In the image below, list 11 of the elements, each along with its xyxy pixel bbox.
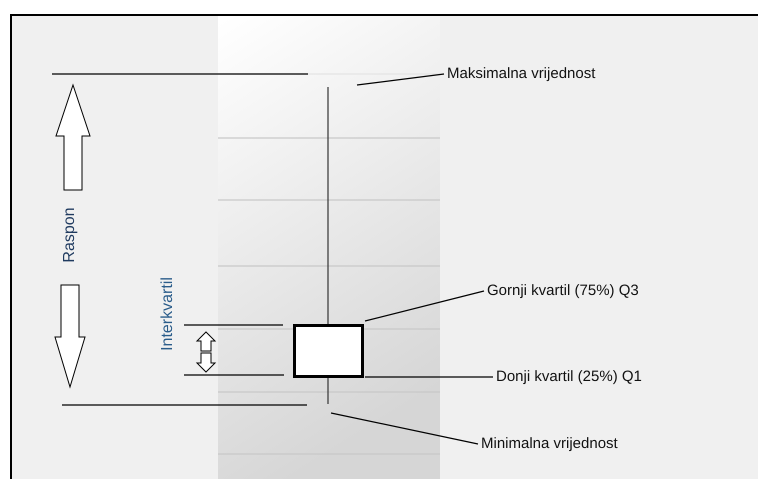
leader-line (330, 412, 478, 445)
callout-label: Minimalna vrijednost (481, 435, 618, 453)
leader-line (356, 73, 444, 86)
axis-label: Interkvartil (159, 277, 177, 351)
leader-line (365, 376, 493, 378)
box-plot-box (293, 324, 364, 378)
leader-line (364, 290, 484, 322)
axis-label: Raspon (61, 207, 79, 263)
callout-label: Maksimalna vrijednost (447, 65, 596, 83)
callout-label: Donji kvartil (25%) Q1 (496, 368, 642, 386)
callout-label: Gornji kvartil (75%) Q3 (487, 282, 639, 300)
